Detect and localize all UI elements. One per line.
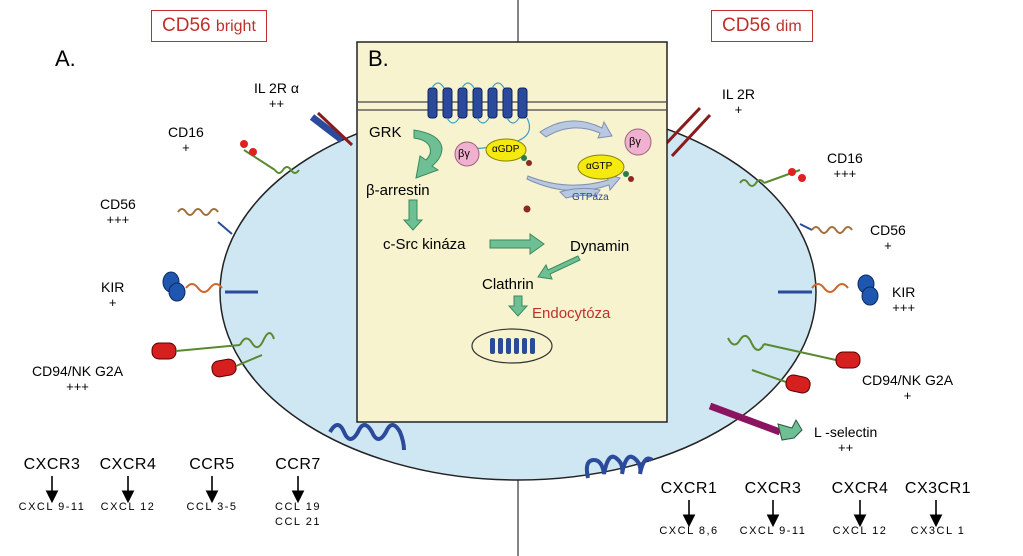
kir-right [778, 274, 879, 306]
subset-label-left: CD56 bright [151, 10, 267, 42]
kir-left [162, 271, 258, 302]
chemokine-arrows [45, 476, 943, 528]
label-grk: GRK [369, 124, 402, 141]
label-clathrin: Clathrin [482, 276, 534, 293]
label-alpha-gtp: αGTP [586, 161, 613, 172]
subset-label-right: CD56 dim [711, 10, 813, 42]
cd94-nkg2a-right [727, 334, 861, 394]
vesicle-receptor [490, 338, 535, 354]
right-chemokine-cx3cr1: CX3CR1 CX3CL 1 [904, 480, 972, 537]
left-receptor-cd94-nkg2a: CD94/NK G2A+++ [32, 363, 124, 394]
grk-arrow [413, 129, 443, 179]
right-receptor-l-selectin: L -selectin++ [814, 424, 878, 455]
left-receptor-il2ra: IL 2R α++ [254, 80, 299, 111]
alpha-gtp [577, 154, 625, 180]
l-selectin-right [708, 402, 803, 441]
cd94-nkg2a-left [151, 332, 275, 378]
right-receptor-cd94-nkg2a: CD94/NK G2A+ [862, 372, 954, 403]
right-receptor-cd56: CD56+ [870, 222, 906, 253]
label-beta-gamma-2: βγ [629, 136, 641, 148]
cd56-left [177, 208, 233, 235]
label-endocytosis: Endocytóza [532, 305, 611, 322]
label-c-src-kinase: c-Src kináza [383, 236, 466, 253]
left-chemokine-cxcr4: CXCR4 CXCL 12 [99, 456, 157, 513]
left-receptor-cd56: CD56+++ [100, 196, 136, 227]
il2r-alpha-left [309, 111, 354, 147]
chemokine-receptor-coil-left [328, 423, 406, 451]
gpcr-loops [431, 82, 531, 150]
right-chemokine-cxcr1: CXCR1 CXCL 8,6 [659, 480, 719, 537]
beta-gamma-1 [454, 141, 480, 167]
label-alpha-gdp: αGDP [492, 144, 520, 155]
label-beta-arrestin: β-arrestin [366, 182, 430, 199]
right-receptor-kir: KIR+++ [892, 284, 916, 315]
subset-left-main: CD56 [162, 15, 211, 36]
left-receptor-kir: KIR+ [101, 279, 125, 310]
label-beta-gamma-1: βγ [458, 148, 470, 160]
gpcr-receptor [427, 87, 528, 119]
beta-gamma-2 [624, 128, 652, 156]
left-chemokine-ccr7: CCR7 CCL 19 CCL 21 [275, 456, 321, 528]
src-dynamin-arrow [489, 233, 545, 255]
panel-b-label: B. [368, 46, 389, 71]
right-receptor-cd16: CD16+++ [827, 150, 863, 181]
panel-a-label: A. [55, 46, 76, 71]
subset-left-sub: bright [215, 18, 256, 35]
il2r-right [660, 106, 712, 158]
right-chemokine-cxcr3: CXCR3 CXCL 9-11 [739, 480, 807, 537]
alpha-gdp [485, 138, 527, 162]
subset-right-sub: dim [775, 18, 802, 35]
chemokine-receptor-coil-right [584, 454, 654, 479]
dynamin-clathrin-arrow [537, 255, 581, 280]
label-gtpase: GTPáza [572, 192, 609, 203]
endocytic-vesicle [471, 328, 553, 364]
subset-right-main: CD56 [722, 15, 771, 36]
left-chemokine-cxcr3: CXCR3 CXCL 9-11 [18, 456, 86, 513]
left-chemokine-ccr5: CCR5 CCL 3-5 [186, 456, 238, 513]
arrestin-arrow [402, 199, 424, 231]
activation-arrow [539, 120, 613, 139]
left-receptor-cd16: CD16+ [168, 124, 204, 155]
cd56-right [799, 223, 853, 234]
hydrolysis-arrow [526, 173, 621, 192]
cd16-left [240, 140, 300, 174]
cd16-right [739, 168, 806, 187]
gtpase-arrow [559, 187, 601, 199]
clathrin-arrow [507, 295, 529, 317]
right-chemokine-cxcr4: CXCR4 CXCL 12 [831, 480, 889, 537]
right-receptor-il2r: IL 2R+ [722, 86, 755, 117]
label-dynamin: Dynamin [570, 238, 630, 255]
